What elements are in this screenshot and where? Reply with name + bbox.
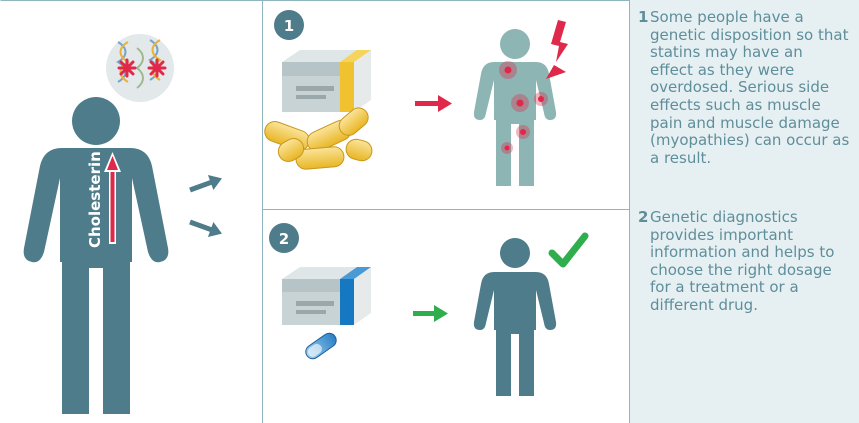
svg-text:2: 2 — [279, 230, 289, 248]
green-arrow — [413, 305, 448, 322]
step-badge-2: 2 — [269, 223, 299, 253]
caption-number-1: 1 — [638, 9, 648, 27]
patient-leg-gap — [89, 268, 103, 414]
patient-head — [72, 97, 120, 145]
caption-number-2: 2 — [638, 209, 648, 227]
caption-text-2: Genetic diagnostics provides important i… — [638, 209, 850, 315]
step-badge-1: 1 — [274, 10, 304, 40]
arrow-up-right — [187, 171, 224, 198]
checkmark-icon — [552, 236, 585, 264]
healthy-figure-leg-gap — [511, 334, 519, 396]
caption-1: 1 Some people have a genetic disposition… — [638, 9, 850, 167]
svg-text:1: 1 — [284, 17, 294, 35]
chest-label: Cholesterin — [86, 151, 104, 248]
medicine-box-icon — [282, 50, 371, 112]
dna-mutation-icon — [106, 34, 174, 102]
red-arrow — [415, 95, 452, 112]
arrow-down-right — [187, 214, 224, 241]
pill-pile-icon — [262, 104, 374, 170]
medicine-box-icon — [282, 267, 371, 325]
pill-icon — [303, 331, 339, 362]
caption-2: 2 Genetic diagnostics provides important… — [638, 209, 850, 315]
lightning-icon — [546, 20, 568, 79]
caption-text-1: Some people have a genetic disposition s… — [638, 9, 850, 167]
split-arrows — [187, 171, 224, 241]
